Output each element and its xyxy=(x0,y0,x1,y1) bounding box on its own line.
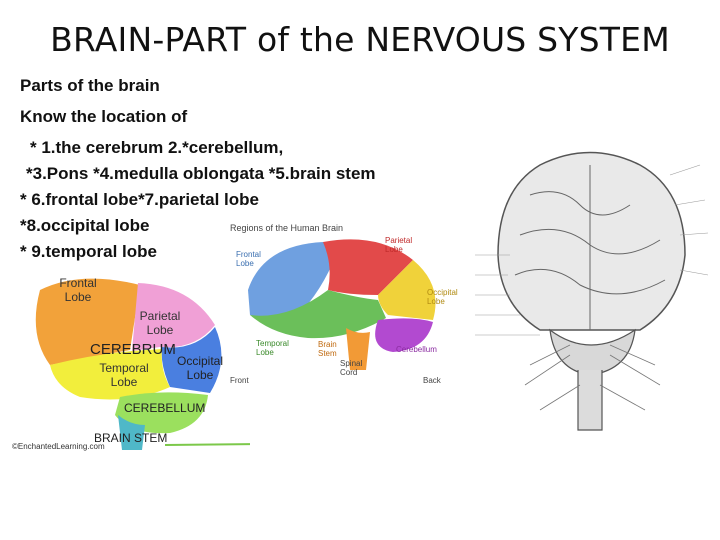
bullet-line-4: *3.Pons *4.medulla oblongata *5.brain st… xyxy=(26,164,376,183)
bullet-line-5: * 6.frontal lobe*7.parietal lobe xyxy=(20,190,260,209)
left-cerebrum-label: CEREBRUM xyxy=(90,341,176,358)
occipital-lobe-region xyxy=(161,327,222,393)
sketch-fold-1 xyxy=(514,165,666,330)
center-occipital-region xyxy=(378,260,436,320)
sketch-stem xyxy=(577,370,603,431)
frontal-lobe-region xyxy=(35,278,140,365)
left-brainstem-label: BRAIN STEM xyxy=(94,431,167,445)
sketch-leader-lines xyxy=(475,164,709,336)
parietal-lobe-region xyxy=(132,283,215,351)
center-temporal-region xyxy=(250,290,386,339)
sketch-cerebellum xyxy=(549,328,636,376)
temporal-lobe-region xyxy=(50,349,170,400)
sketch-cerebrum-outline xyxy=(497,151,686,331)
center-stem-region xyxy=(346,328,370,370)
bullet-line-1: Parts of the brain xyxy=(20,76,160,95)
center-frontal-region xyxy=(248,242,338,318)
center-parietal-region xyxy=(323,239,413,295)
center-front-label: Front xyxy=(230,376,249,385)
center-cerebellum-label: Cerebellum xyxy=(396,345,437,354)
center-back-label: Back xyxy=(423,376,442,385)
left-frontal-label-text: Frontal xyxy=(59,276,96,290)
regions-title: Regions of the Human Brain xyxy=(230,223,343,233)
bullet-line-2: Know the location of xyxy=(20,107,188,126)
bullet-line-3: * 1.the cerebrum 2.*cerebellum, xyxy=(30,138,284,157)
sketch-nerves xyxy=(524,344,661,411)
center-cerebellum-region xyxy=(375,318,433,352)
bullet-list: Parts of the brain Know the location of … xyxy=(20,70,376,265)
anatomical-brain-sketch xyxy=(475,151,709,431)
slide-title: BRAIN-PART of the NERVOUS SYSTEM xyxy=(50,20,670,59)
bullet-line-7: * 9.temporal lobe xyxy=(20,242,157,261)
brain-stem-region xyxy=(118,415,145,450)
cerebellum-region xyxy=(115,392,208,434)
left-cerebellum-label: CEREBELLUM xyxy=(124,401,205,415)
bullet-line-6: *8.occipital lobe xyxy=(20,216,150,235)
left-credit-label: ©EnchantedLearning.com xyxy=(12,442,105,451)
spinal-line xyxy=(164,443,250,446)
